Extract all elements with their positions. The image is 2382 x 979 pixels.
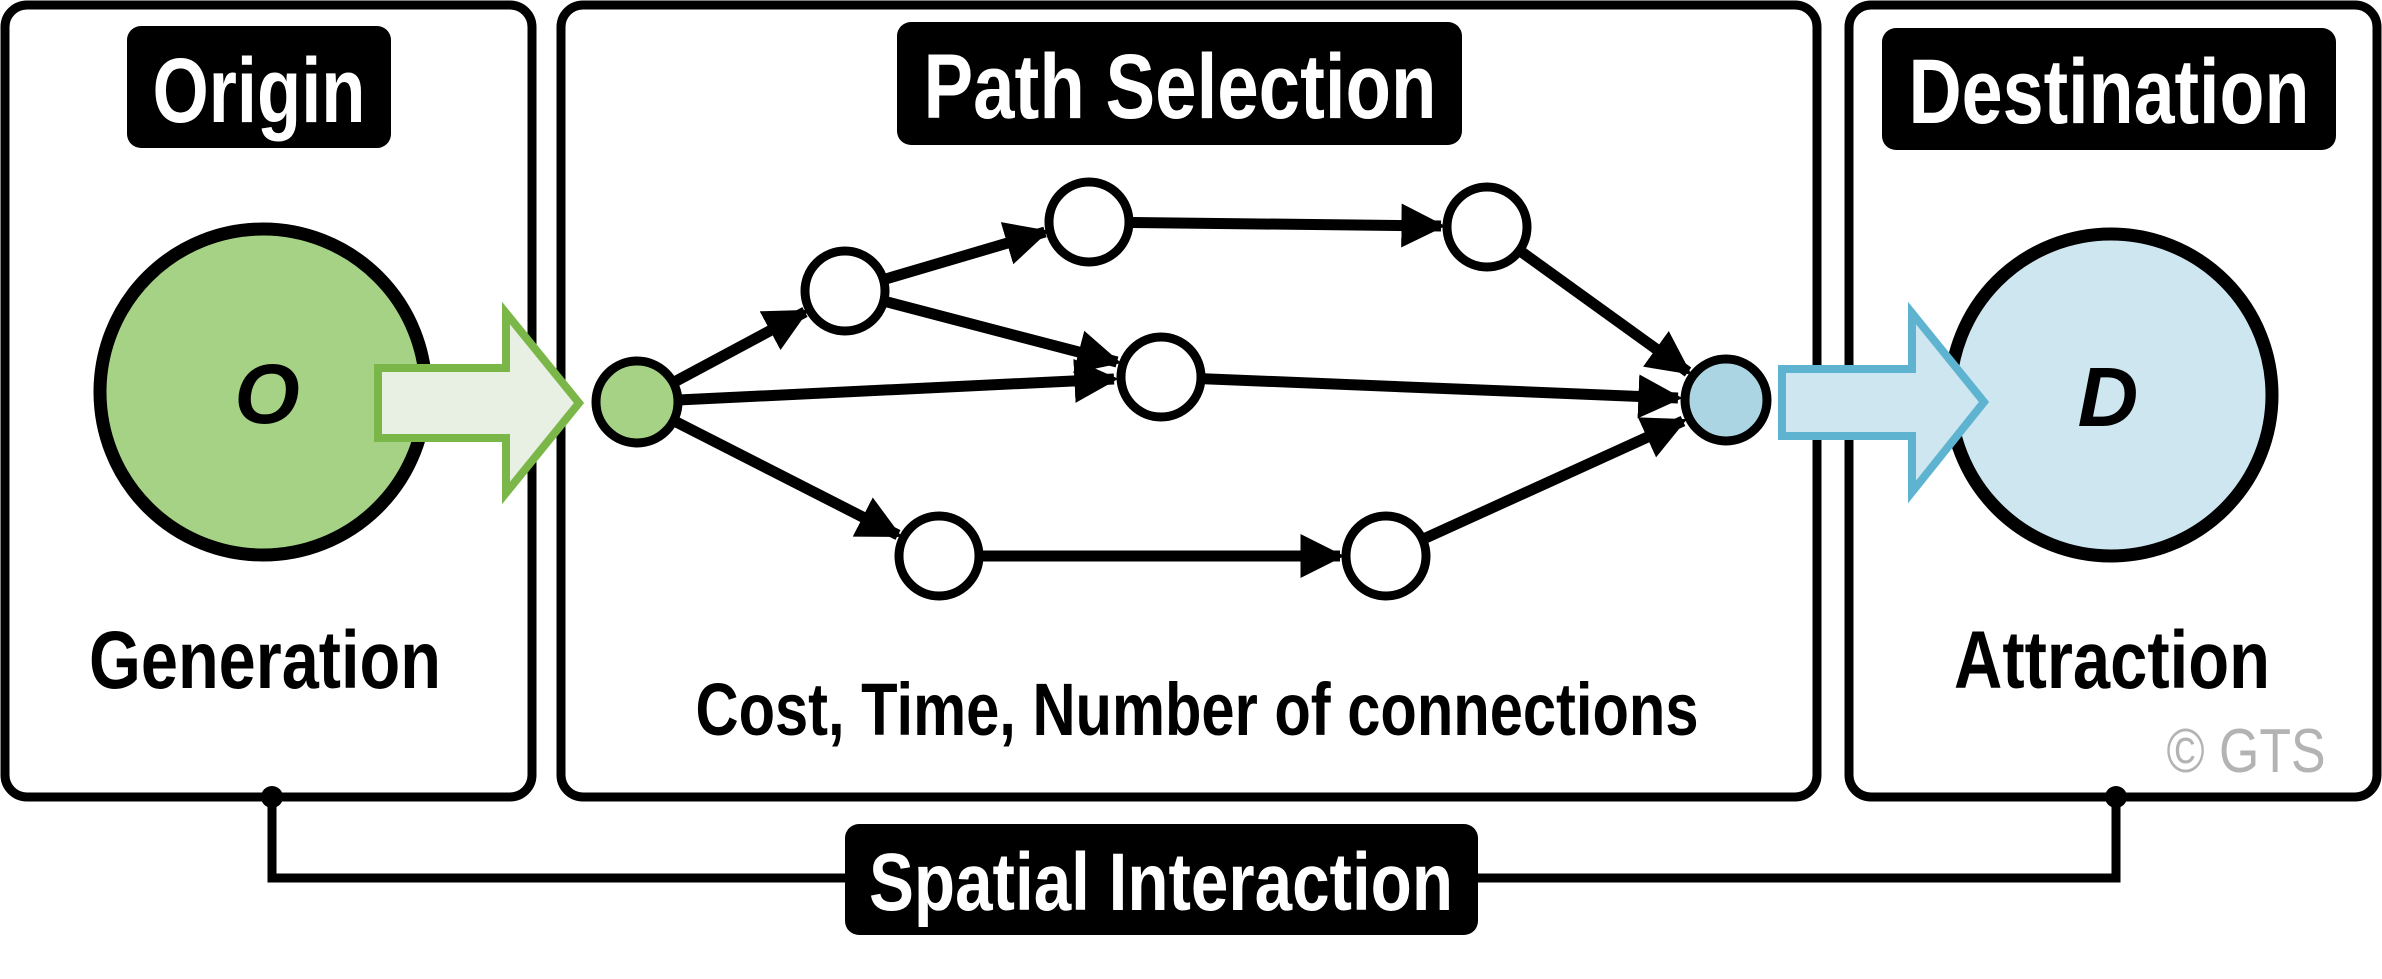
edge-c-to-destination	[1160, 371, 1683, 419]
destination-letter: D	[2078, 350, 2139, 444]
connector-dot-origin	[261, 786, 283, 808]
node-e	[1442, 182, 1532, 272]
path-criteria-caption: Cost, Time, Number of connections	[696, 668, 1699, 751]
edge-b-to-e	[1088, 203, 1446, 248]
origin-title: Origin	[153, 40, 366, 142]
destination-node	[1680, 354, 1772, 446]
origin-flow-arrow	[374, 301, 585, 505]
node-b	[1044, 177, 1134, 267]
destination-title: Destination	[1909, 41, 2310, 143]
destination-zone: D	[1943, 227, 2279, 563]
origin-node	[591, 356, 683, 448]
node-a	[800, 246, 890, 336]
node-d	[894, 511, 984, 601]
spatial-interaction-badge	[845, 824, 1478, 935]
destination-flow-arrow	[1778, 301, 1990, 504]
connector-dot-destination	[2105, 786, 2127, 808]
spatial-interaction-connector: Spatial Interaction	[261, 786, 2127, 935]
copyright-label: © GTS	[2167, 717, 2326, 786]
node-c	[1116, 332, 1206, 422]
origin-title-badge: Origin	[127, 26, 391, 148]
destination-title-badge: Destination	[1882, 28, 2336, 150]
generation-caption: Generation	[89, 615, 441, 706]
node-f	[1341, 511, 1431, 601]
edge-a-to-c	[843, 285, 1122, 374]
origin-letter: O	[234, 347, 299, 441]
edge-origin-to-d	[634, 397, 902, 540]
network-nodes	[591, 177, 1772, 601]
attraction-caption: Attraction	[1954, 615, 2270, 706]
path-selection-title-badge: Path Selection	[897, 22, 1462, 145]
edge-f-to-destination	[1383, 415, 1688, 562]
spatial-interaction-label: Spatial Interaction	[869, 837, 1453, 928]
path-selection-title: Path Selection	[924, 36, 1437, 138]
edge-origin-to-c	[636, 358, 1119, 408]
